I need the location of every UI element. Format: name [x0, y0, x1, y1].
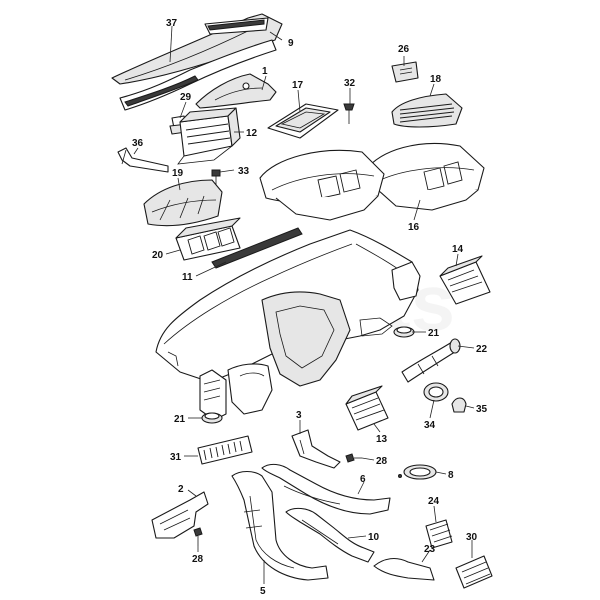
callout-35: 35 — [476, 404, 488, 415]
part-21-cap-left — [201, 412, 223, 424]
callout-labels: 37 9 1 29 17 32 26 18 12 36 33 19 16 20 … — [132, 18, 488, 597]
callout-26: 26 — [398, 44, 410, 55]
callout-30: 30 — [466, 532, 478, 543]
part-cluster-hood-left — [259, 149, 385, 221]
leader-lines — [133, 25, 475, 584]
callout-1: 1 — [262, 66, 268, 77]
callout-5: 5 — [260, 586, 266, 597]
part-6-floor-duct — [261, 463, 391, 515]
callout-10: 10 — [368, 532, 380, 543]
part-14-right-vent — [439, 255, 491, 305]
callout-23: 23 — [424, 544, 436, 555]
callout-29: 29 — [180, 92, 192, 103]
callout-9: 9 — [288, 38, 294, 49]
callout-37: 37 — [166, 18, 178, 29]
part-28-screw-upper — [345, 453, 362, 463]
callout-13: 13 — [376, 434, 388, 445]
part-19-glovebox-duct — [143, 179, 223, 227]
part-10-floor-duct — [285, 507, 375, 563]
callout-28-upper: 28 — [376, 456, 388, 467]
dashboard-main-panel — [155, 229, 421, 421]
part-21-cap-right — [393, 326, 415, 338]
part-26-clip — [391, 61, 419, 83]
callout-31: 31 — [170, 452, 182, 463]
part-5-rear-duct — [231, 470, 329, 581]
part-23-duct-end — [373, 557, 435, 581]
callout-3: 3 — [296, 410, 302, 421]
part-17-gasket-panel — [267, 103, 339, 139]
part-28-screw-lower — [193, 527, 203, 546]
part-32-fastener — [343, 103, 355, 124]
part-37-trim-strip — [111, 13, 283, 111]
callout-8: 8 — [448, 470, 454, 481]
part-11-dash-strip — [211, 227, 303, 269]
part-3-connector-duct — [291, 429, 341, 469]
callout-14: 14 — [452, 244, 464, 255]
part-16-cluster-hood-right — [365, 142, 485, 211]
callout-18: 18 — [430, 74, 442, 85]
part-8-oval-grille — [398, 464, 437, 480]
callout-32: 32 — [344, 78, 356, 89]
part-34-round-vent — [423, 382, 449, 402]
part-1-side-panel — [195, 73, 277, 109]
part-30-vent — [455, 555, 493, 589]
callout-21-right: 21 — [428, 328, 440, 339]
callout-19: 19 — [172, 168, 184, 179]
part-2-lower-bracket — [151, 491, 209, 539]
callout-17: 17 — [292, 80, 304, 91]
callout-16: 16 — [408, 222, 420, 233]
callout-21-left: 21 — [174, 414, 186, 425]
part-24-small-vent — [425, 519, 453, 549]
part-20-center-vent — [175, 217, 241, 261]
part-35-cap — [451, 397, 467, 413]
part-36-bracket — [117, 147, 169, 173]
callout-12: 12 — [246, 128, 258, 139]
part-31-grille-panel — [197, 435, 253, 465]
callout-36: 36 — [132, 138, 144, 149]
callout-6: 6 — [360, 474, 366, 485]
callout-22: 22 — [476, 344, 488, 355]
part-13-side-vent — [345, 385, 389, 431]
callout-28-lower: 28 — [192, 554, 204, 565]
callout-20: 20 — [152, 250, 164, 261]
callout-34: 34 — [424, 420, 436, 431]
callout-2: 2 — [178, 484, 184, 495]
callout-33: 33 — [238, 166, 250, 177]
part-18-speaker-grille — [391, 93, 463, 128]
part-12-defroster-duct — [177, 107, 241, 165]
callout-11: 11 — [182, 272, 193, 283]
callout-24: 24 — [428, 496, 440, 507]
